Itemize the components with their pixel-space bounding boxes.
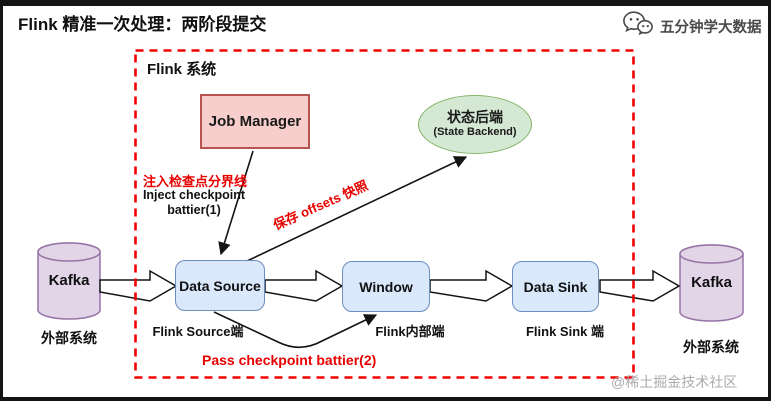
- external-system-left-label: 外部系统: [41, 330, 97, 346]
- window-node: Window: [342, 261, 430, 312]
- pass-checkpoint-note: Pass checkpoint battier(2): [202, 352, 377, 368]
- kafka-right-label: Kafka: [691, 274, 732, 291]
- flink-sink-sublabel: Flink Sink 端: [525, 324, 604, 339]
- data-source-node: Data Source: [175, 260, 265, 311]
- inject-checkpoint-line1: Inject checkpoint: [142, 188, 246, 202]
- page-title: Flink 精准一次处理：两阶段提交: [18, 15, 267, 34]
- inject-checkpoint-line2: battier(1): [167, 203, 221, 217]
- brand-name: 五分钟学大数据: [660, 19, 762, 36]
- kafka-right-cylinder: [679, 244, 744, 322]
- external-system-right-label: 外部系统: [683, 339, 739, 355]
- flink-system-label: Flink 系统: [147, 61, 217, 78]
- flow-arrow-sink-to-kafka: [599, 269, 681, 302]
- brand-badge: 五分钟学大数据: [622, 10, 762, 42]
- kafka-left-label: Kafka: [48, 272, 90, 289]
- inject-checkpoint-note-cn: 注入检查点分界线: [143, 174, 248, 189]
- job-manager-node: Job Manager: [200, 94, 310, 149]
- flink-source-sublabel: Flink Source端: [152, 324, 244, 339]
- flink-system-dashed-border: [134, 49, 635, 379]
- wechat-icon: [622, 10, 654, 42]
- juejin-watermark: @稀土掘金技术社区: [611, 374, 738, 390]
- flow-arrow-source-to-window: [264, 269, 344, 302]
- kafka-left-cylinder: [37, 242, 101, 320]
- data-source-label: Data Source: [179, 277, 261, 294]
- flink-internal-sublabel: Flink内部端: [375, 324, 445, 339]
- state-backend-label-cn: 状态后端: [447, 108, 503, 125]
- flow-arrow-window-to-sink: [429, 269, 514, 302]
- arrow-jobmanager-to-source: [218, 150, 254, 256]
- data-sink-label: Data Sink: [523, 278, 588, 295]
- data-sink-node: Data Sink: [512, 261, 599, 312]
- arrow-source-to-statebackend: [246, 156, 468, 262]
- inject-checkpoint-note-en: Inject checkpoint battier(1): [136, 188, 252, 218]
- flow-arrow-kafka-to-source: [99, 269, 178, 302]
- arrow-pass-checkpoint: [213, 311, 378, 349]
- state-backend-node: 状态后端 (State Backend): [418, 95, 532, 154]
- job-manager-label: Job Manager: [208, 113, 302, 130]
- state-backend-label-en: (State Backend): [433, 126, 517, 139]
- window-label: Window: [359, 278, 413, 295]
